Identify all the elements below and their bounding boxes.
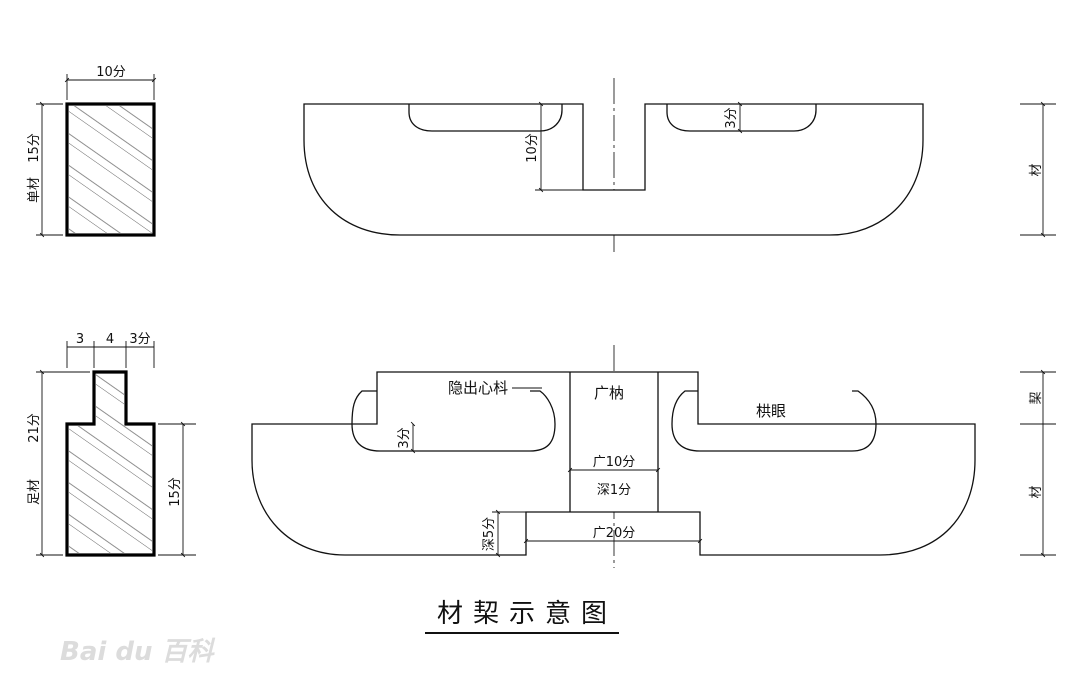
lower-block-outline	[251, 371, 976, 556]
zu-lower-label: 15分	[168, 477, 183, 507]
dan-cai-hatch	[69, 106, 152, 233]
zu-total-label: 21分	[27, 413, 42, 443]
dan-cai-section: 10分 15分 单材	[27, 65, 157, 238]
guang20-label: 广20分	[593, 526, 636, 541]
diagram-title: 材栔示意图	[437, 599, 617, 629]
cai-upper-label: 材	[1029, 163, 1044, 176]
upper-depth-label: 10分	[525, 133, 540, 163]
zu-cai-section: 3 4 3分 21分 足材 15分	[27, 332, 196, 558]
shen1-label: 深1分	[597, 483, 631, 498]
cai-lower-label: 材	[1029, 485, 1044, 498]
upper-block-outline	[303, 103, 924, 236]
yinchu-label: 隐出心枓	[448, 379, 508, 397]
qi-label: 栔	[1029, 391, 1044, 404]
upper-recess-label: 3分	[724, 107, 739, 128]
dan-cai-label: 单材	[27, 177, 42, 203]
gongyan-label: 栱眼	[756, 402, 786, 420]
dan-height-label: 15分	[27, 133, 42, 163]
zu-w3-label: 3分	[129, 332, 150, 347]
guang10-label: 广10分	[593, 455, 636, 470]
upper-elevation: 10分 3分 材	[303, 78, 1056, 255]
lower-recess-label: 3分	[397, 427, 412, 448]
zu-w2-label: 4	[106, 332, 114, 347]
zu-w1-label: 3	[76, 332, 84, 347]
dan-width-label: 10分	[96, 65, 126, 80]
lower-elevation: 隐出心枓 广枘 栱眼 广10分 深1分 广20分 深5分 3分 栔 材	[251, 345, 1056, 568]
zu-cai-hatch	[69, 374, 152, 553]
shen5-label: 深5分	[482, 517, 497, 551]
zu-cai-label: 足材	[27, 479, 42, 505]
baidu-watermark: Bai du 百科	[60, 637, 215, 667]
guangmei-label: 广枘	[594, 384, 624, 402]
